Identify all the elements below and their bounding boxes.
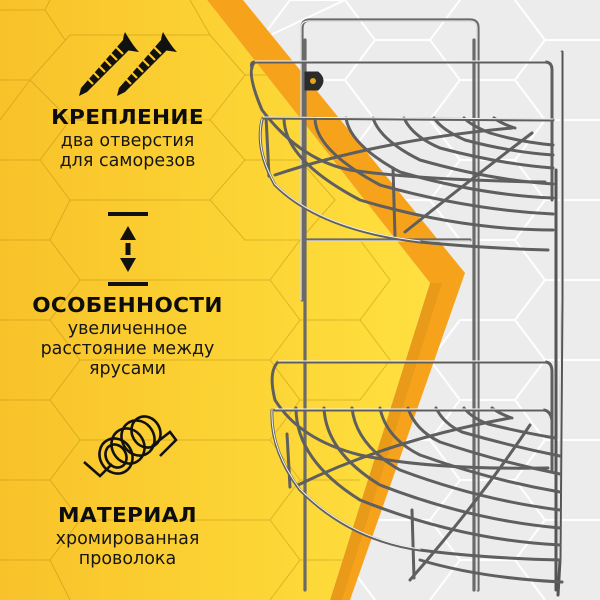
feature-title: МАТЕРИАЛ <box>58 503 197 527</box>
lower-tier <box>270 360 564 584</box>
feature-mounting: КРЕПЛЕНИЕ два отверстия для саморезов <box>0 30 255 171</box>
feature-title: КРЕПЛЕНИЕ <box>51 105 204 129</box>
yellow-panel <box>0 0 430 600</box>
description-line: хромированная <box>55 529 200 549</box>
side-rail <box>554 50 564 597</box>
orange-stripe <box>207 0 465 600</box>
description-line: увеличенное <box>67 319 188 339</box>
description-line: ярусами <box>89 359 166 379</box>
feature-description: хромированная проволока <box>0 529 255 569</box>
feature-description: увеличенное расстояние между ярусами <box>0 319 255 379</box>
mounting-hole-plate <box>304 71 324 91</box>
screws-icon <box>78 32 177 96</box>
description-line: расстояние между <box>40 339 215 359</box>
feature-description: два отверстия для саморезов <box>0 131 255 171</box>
feature-material: МАТЕРИАЛ хромированная проволока <box>0 412 255 569</box>
upper-tier <box>249 60 555 252</box>
description-line: проволока <box>78 549 177 569</box>
feature-title: ОСОБЕННОСТИ <box>32 293 223 317</box>
wire-coil-icon <box>82 415 178 478</box>
back-frame <box>300 18 480 592</box>
vertical-distance-icon <box>107 212 148 286</box>
description-line: для саморезов <box>59 151 196 171</box>
feature-spacing: ОСОБЕННОСТИ увеличенное расстояние между… <box>0 212 255 379</box>
description-line: два отверстия <box>60 131 195 151</box>
